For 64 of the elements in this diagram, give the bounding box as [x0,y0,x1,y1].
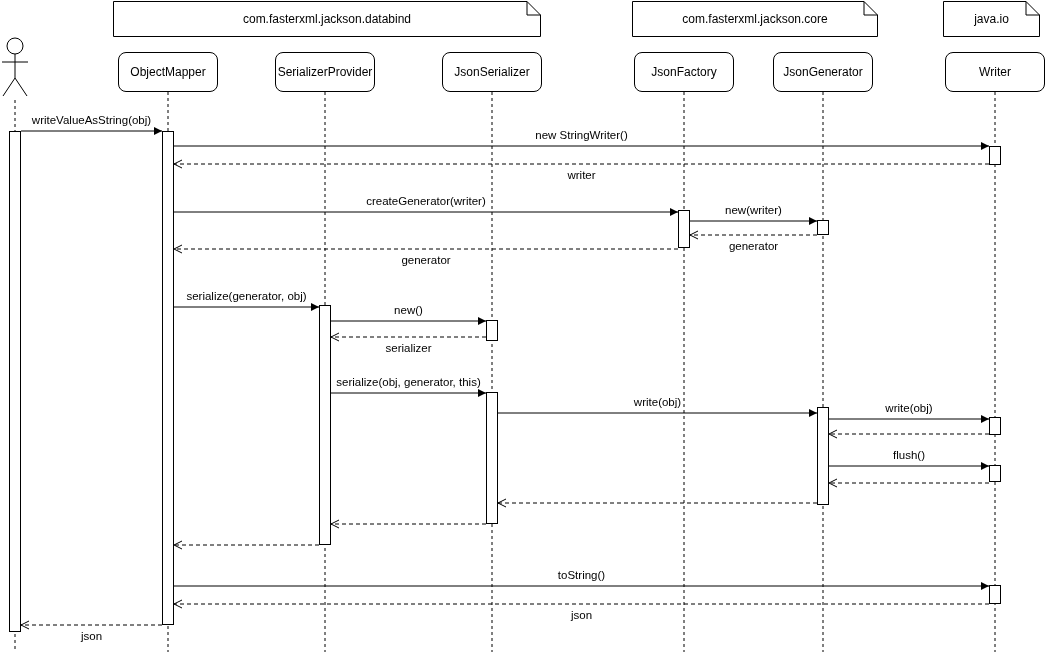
package-note [943,1,1040,37]
message-arrow [497,409,818,417]
return-label: writer [567,169,596,181]
return-arrow [828,478,990,488]
message-label: toString() [557,569,606,581]
return-arrow [330,519,487,529]
package-name: java.io [973,12,1010,26]
return-label: json [80,630,103,642]
return-arrow [173,540,320,550]
activation-bar [678,210,690,248]
activation-bar [486,320,498,341]
return-arrow [497,498,818,508]
participant-box: JsonFactory [634,52,734,92]
message-arrow [173,582,990,590]
participant-box: SerializerProvider [275,52,375,92]
return-arrow [689,230,818,240]
message-label: flush() [893,449,925,461]
activation-bar [989,465,1001,482]
message-arrow [330,389,487,397]
return-arrow [173,159,990,169]
message-arrow [330,317,487,325]
activation-bar [319,305,331,545]
message-label: new StringWriter() [535,129,628,141]
return-arrow [173,599,990,609]
package-note [113,1,541,37]
activation-bar [817,220,829,235]
return-label: serializer [385,342,432,354]
message-label: write(obj) [633,396,682,408]
activation-bar [9,131,21,632]
return-arrow [828,429,990,439]
return-label: json [570,609,593,621]
package-name: com.fasterxml.jackson.core [681,12,829,26]
message-arrow [828,462,990,470]
activation-bar [989,146,1001,165]
message-label: serialize(generator, obj) [186,290,307,302]
message-arrow [173,208,679,216]
message-label: write(obj) [885,402,933,414]
activation-bar [162,131,174,625]
participant-box: ObjectMapper [118,52,218,92]
message-arrow [173,303,320,311]
package-note [632,1,878,37]
activation-bar [989,417,1001,435]
activation-bar [989,585,1001,604]
activation-bar [817,407,829,505]
return-label: generator [401,254,451,266]
message-label: serialize(obj, generator, this) [336,376,481,388]
package-name: com.fasterxml.jackson.databind [241,12,413,26]
message-arrow [828,415,990,423]
message-arrow [20,127,163,135]
participant-box: JsonGenerator [773,52,873,92]
participant-box: JsonSerializer [442,52,542,92]
activation-bar [486,392,498,524]
message-label: createGenerator(writer) [366,195,486,207]
return-arrow [330,332,487,342]
message-label: new(writer) [725,204,782,216]
return-label: generator [728,240,779,252]
message-arrow [173,142,990,150]
return-arrow [20,620,163,630]
participant-box: Writer [945,52,1045,92]
message-label: writeValueAsString(obj) [31,114,152,126]
message-label: new() [394,304,423,316]
message-arrow [689,217,818,225]
return-arrow [173,244,679,254]
actor-figure [0,36,30,98]
